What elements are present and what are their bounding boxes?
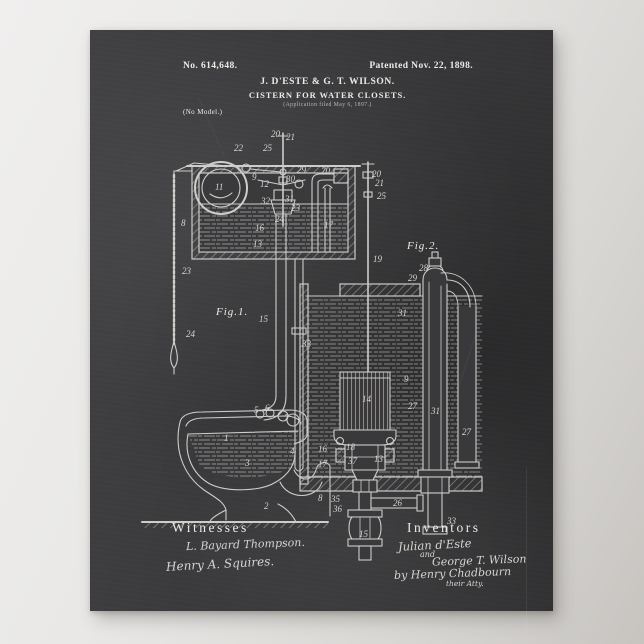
patent-drawing: 2220212591229307011832312324161713232415… xyxy=(90,30,553,611)
ref-numeral-8: 8 xyxy=(181,218,186,228)
ref-numeral-21: 21 xyxy=(375,178,384,188)
ref-numeral-26: 26 xyxy=(393,498,403,508)
ref-numeral-36: 36 xyxy=(332,504,343,514)
ref-numeral-32: 32 xyxy=(260,196,271,206)
ref-numeral-28: 28 xyxy=(419,263,429,273)
ref-numeral-29: 29 xyxy=(297,165,307,175)
witnesses-heading: Witnesses xyxy=(172,520,249,536)
ref-numeral-33: 33 xyxy=(301,339,312,349)
ref-numeral-27: 27 xyxy=(408,401,418,411)
ref-numeral-14: 14 xyxy=(362,394,372,404)
ref-numeral-24: 24 xyxy=(275,214,285,224)
patent-poster: No. 614,648. Patented Nov. 22, 1898. J. … xyxy=(90,30,553,611)
ref-numeral-29: 29 xyxy=(408,273,418,283)
ref-numeral-4: 4 xyxy=(290,446,295,456)
ref-numeral-24: 24 xyxy=(186,329,196,339)
ref-numeral-27: 27 xyxy=(462,427,472,437)
ref-numeral-16: 16 xyxy=(318,444,328,454)
ref-numeral-31: 31 xyxy=(397,308,407,318)
ref-numeral-20: 20 xyxy=(271,129,281,139)
ref-numeral-25: 25 xyxy=(263,143,273,153)
ref-numeral-31: 31 xyxy=(430,406,440,416)
ref-numeral-5: 5 xyxy=(254,405,259,415)
ref-numeral-13: 13 xyxy=(253,239,263,249)
ref-numeral-6: 6 xyxy=(265,403,270,413)
ref-numeral-17: 17 xyxy=(324,220,334,230)
ref-numeral-19: 19 xyxy=(373,254,383,264)
ref-numeral-23: 23 xyxy=(291,203,301,213)
ref-numeral-2: 2 xyxy=(264,501,269,511)
ref-numeral-9: 9 xyxy=(252,172,257,182)
ref-numeral-37: 37 xyxy=(347,456,358,466)
ref-numeral-18: 18 xyxy=(346,442,356,452)
ref-numeral-3: 3 xyxy=(244,458,250,468)
ref-numeral-35: 35 xyxy=(330,494,341,504)
ref-numeral-22: 22 xyxy=(234,143,244,153)
ref-numeral-25: 25 xyxy=(377,191,387,201)
ref-numeral-23: 23 xyxy=(182,266,192,276)
ref-numeral-12: 12 xyxy=(260,179,270,189)
ref-numeral-15: 15 xyxy=(259,314,269,324)
figure-label-Fig1: Fig.1. xyxy=(215,306,248,318)
inventors-heading: Inventors xyxy=(407,520,481,536)
ref-numeral-21: 21 xyxy=(286,132,295,142)
ref-numeral-7: 7 xyxy=(284,413,289,423)
attorney-note: their Atty. xyxy=(446,579,484,588)
ref-numeral-9: 9 xyxy=(404,374,409,384)
ref-numeral-15: 15 xyxy=(359,529,369,539)
ref-numeral-17: 17 xyxy=(318,459,328,469)
ref-numeral-13: 13 xyxy=(374,454,384,464)
ref-numeral-1: 1 xyxy=(224,433,229,443)
ref-numeral-70: 70 xyxy=(321,166,331,176)
ref-numeral-16: 16 xyxy=(255,223,265,233)
ref-numeral-30: 30 xyxy=(285,174,296,184)
ref-numeral-8: 8 xyxy=(318,493,323,503)
figure-label-Fig2: Fig.2. xyxy=(406,240,439,252)
ref-numeral-11: 11 xyxy=(215,182,223,192)
